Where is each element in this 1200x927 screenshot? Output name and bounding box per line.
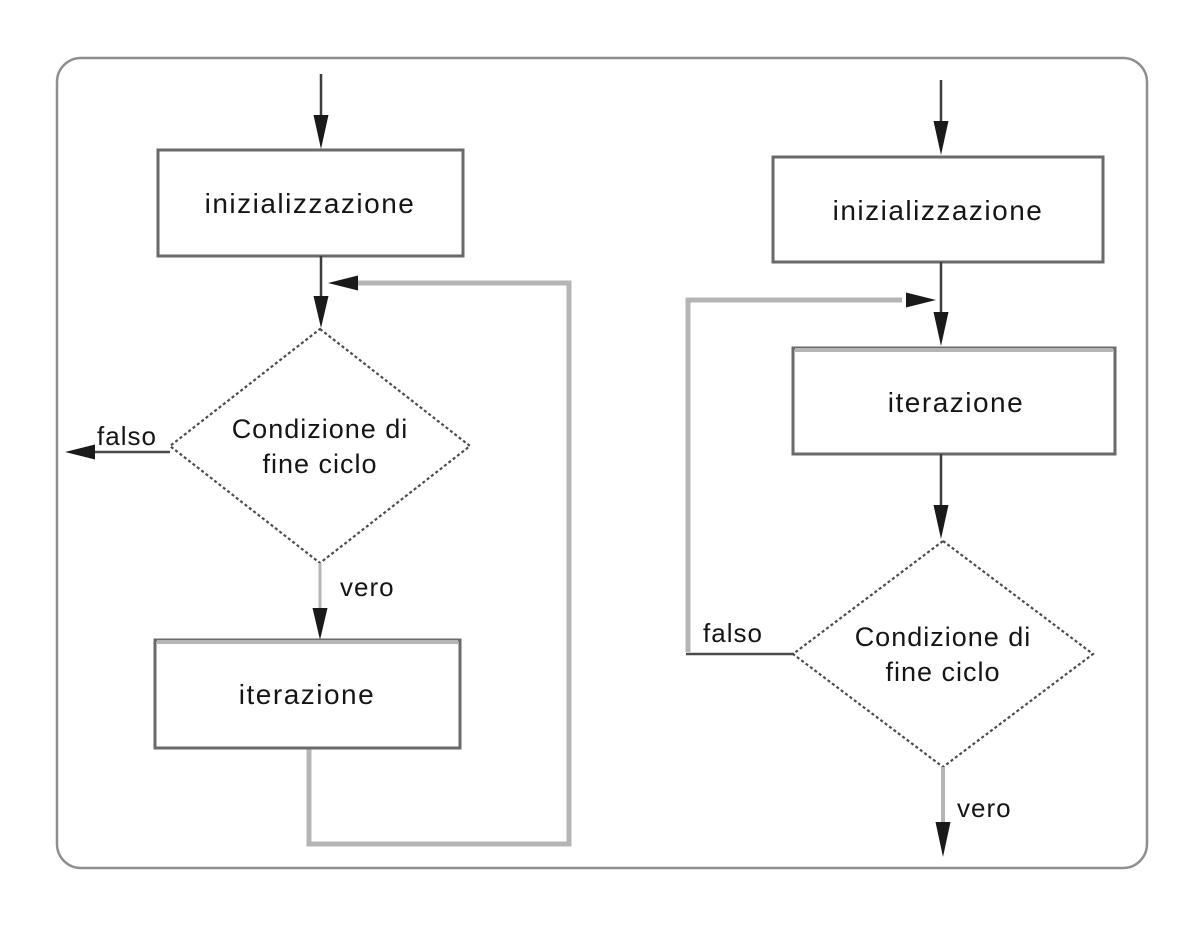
right-true-label: vero	[957, 793, 1012, 823]
right-false-label: falso	[703, 618, 763, 648]
left-entry-arrowhead-icon	[313, 115, 329, 149]
right-body-to-condition-arrowhead-icon	[933, 505, 949, 539]
right-condition-label-line1: Condizione di	[855, 622, 1032, 652]
left-init-box	[156, 148, 465, 258]
right-init-box	[771, 155, 1105, 264]
left-false-exit-arrowhead-icon	[65, 444, 95, 460]
right-true-arrowhead-icon	[935, 822, 951, 857]
left-true-arrowhead-icon	[312, 608, 328, 640]
left-condition-label-line1: Condizione di	[232, 414, 409, 444]
right-loopback-line	[685, 297, 902, 652]
left-init-label: inizializzazione	[205, 188, 416, 219]
right-condition-diamond	[791, 539, 1095, 769]
left-body-box	[153, 638, 462, 750]
left-loopback-arrowhead-icon	[328, 275, 358, 291]
right-condition-label-line2: fine ciclo	[885, 657, 1000, 687]
left-body-label: iterazione	[239, 679, 375, 710]
right-init-label: inizializzazione	[833, 195, 1044, 226]
left-condition-label-line2: fine ciclo	[262, 449, 377, 479]
right-init-to-body-arrowhead-icon	[933, 312, 949, 346]
right-entry-arrowhead-icon	[933, 121, 949, 155]
right-body-box	[791, 346, 1117, 456]
left-loopback-line	[306, 280, 572, 847]
left-init-to-condition-arrowhead-icon	[313, 296, 329, 328]
outer-container-border	[55, 56, 1149, 870]
right-loopback-arrowhead-icon	[906, 292, 936, 308]
left-true-label: vero	[340, 572, 395, 602]
left-condition-diamond	[168, 327, 472, 565]
right-body-label: iterazione	[888, 387, 1024, 418]
left-false-label: falso	[97, 421, 157, 451]
